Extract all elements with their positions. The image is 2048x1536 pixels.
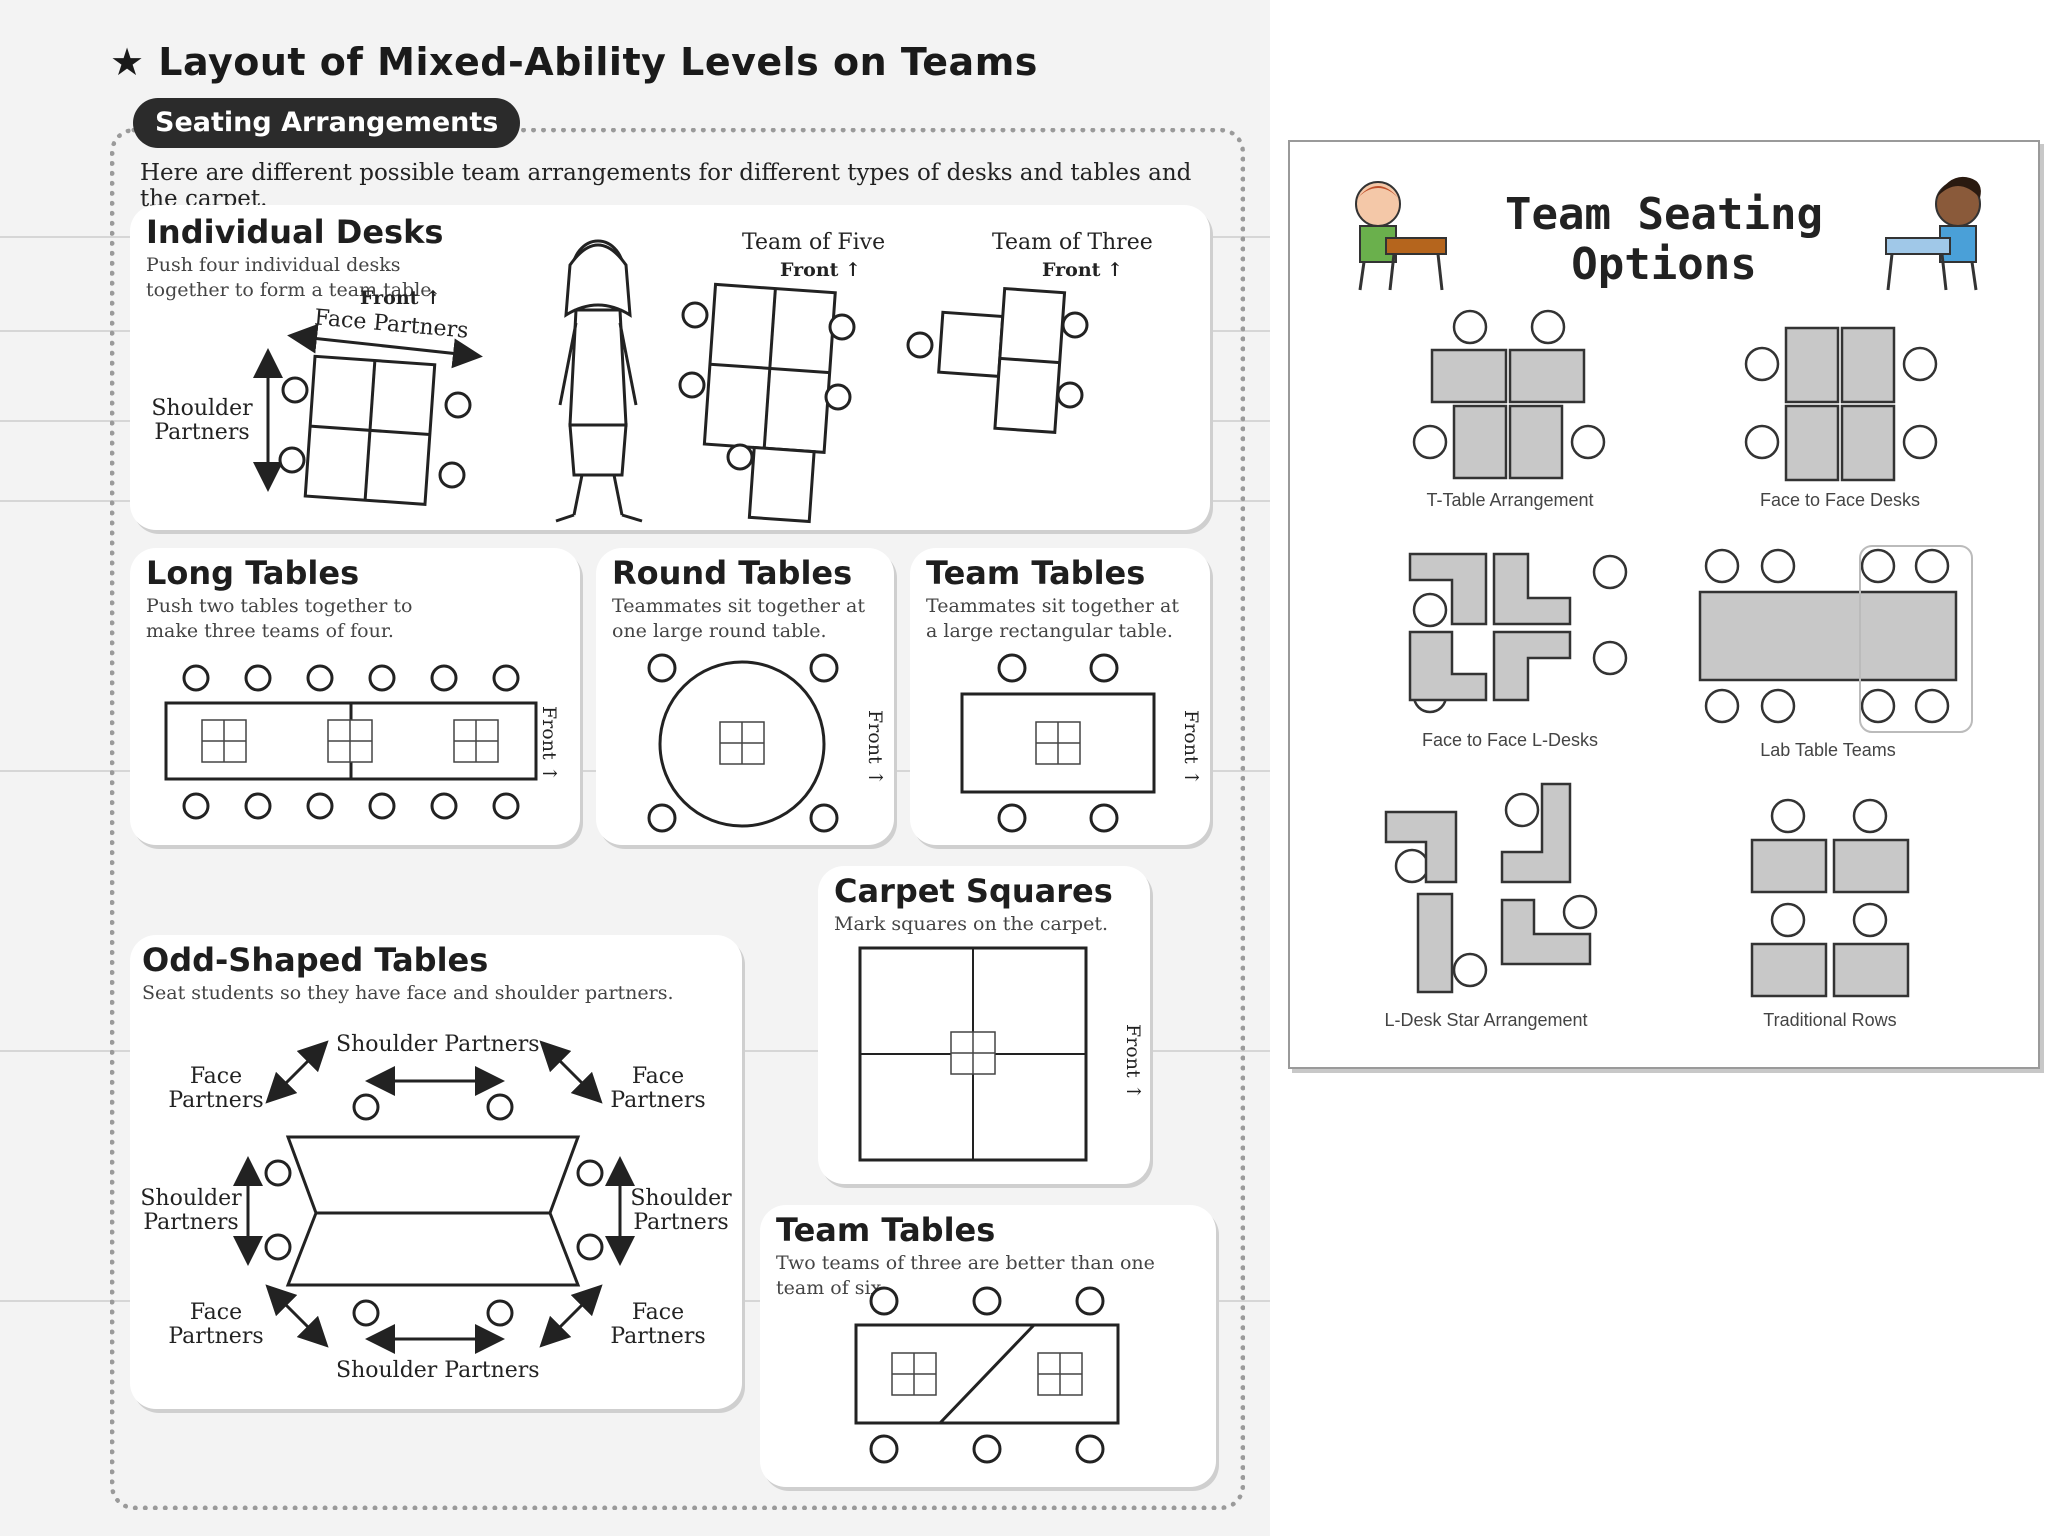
shoulder-partners-label: Shoulder Partners (140, 1186, 242, 1235)
shoulder-partners-label: Shoulder Partners (630, 1186, 732, 1235)
caption-face-to-face-l-desks: Face to Face L-Desks (1421, 730, 1599, 750)
card-heading: Team Tables (926, 554, 1146, 592)
card-heading: Team Tables (776, 1211, 996, 1249)
page-title: ★ Layout of Mixed-Ability Levels on Team… (110, 40, 1038, 84)
caption-l-desk-star: L-Desk Star Arrangement (1384, 1010, 1588, 1030)
card-team-tables-two: Team Tables Two teams of three are bette… (760, 1205, 1216, 1487)
caption-lab-table-teams: Lab Table Teams (1760, 740, 1896, 760)
odd-shaped-diagram (233, 1040, 635, 1354)
face-partners-label: Face Partners (168, 1064, 264, 1113)
card-desc: Two teams of three are better than one t… (776, 1252, 1155, 1299)
right-title-line1: Team Seating (1505, 189, 1823, 240)
card-desc: Mark squares on the carpet. (834, 913, 1109, 935)
shoulder-partners-label: Shoulder Partners (336, 1358, 540, 1383)
front-label: Front ↑ (1042, 259, 1123, 281)
team-tables-two-diagram (854, 1286, 1120, 1464)
right-title-line2: Options (1571, 239, 1757, 290)
card-desc: Seat students so they have face and shou… (142, 982, 674, 1004)
card-odd-shaped-tables: Odd-Shaped Tables Seat students so they … (130, 935, 742, 1409)
caption-traditional-rows: Traditional Rows (1763, 1010, 1897, 1030)
seating-options-diagrams (1384, 309, 1973, 998)
shoulder-partners-label: Shoulder Partners (336, 1032, 540, 1057)
card-desc: Teammates sit together at one large roun… (612, 595, 865, 642)
team-of-three-label: Team of Three (992, 230, 1153, 255)
round-table-diagram (647, 653, 839, 833)
right-page: Team Seating Options (1288, 140, 2040, 1069)
card-desc: Push two tables together to make three t… (146, 595, 413, 642)
card-desc: Teammates sit together at a large rectan… (926, 595, 1179, 642)
student-desk-illustration (1355, 181, 1447, 291)
front-label: Front ↑ (780, 259, 861, 281)
student-desk-illustration (1885, 176, 1981, 291)
team-of-five-label: Team of Five (742, 230, 886, 255)
front-label: Front ↑ (360, 287, 441, 309)
long-tables-diagram (164, 664, 538, 820)
dotted-frame (110, 128, 1245, 1510)
face-partners-label: Face Partners (610, 1064, 706, 1113)
card-individual-desks: Individual Desks Push four individual de… (130, 205, 1210, 530)
card-heading: Carpet Squares (834, 872, 1113, 910)
caption-t-table: T-Table Arrangement (1426, 490, 1594, 510)
right-title: Team Seating Options (1290, 190, 2038, 290)
section-tag: Seating Arrangements (133, 98, 521, 148)
face-partners-label: Face Partners (168, 1300, 264, 1349)
card-round-tables: Round Tables Teammates sit together at o… (596, 548, 894, 845)
individual-desks-diagram (253, 239, 1089, 524)
carpet-squares-diagram (858, 946, 1088, 1162)
card-heading: Round Tables (612, 554, 853, 592)
card-team-tables: Team Tables Teammates sit together at a … (910, 548, 1210, 845)
card-long-tables: Long Tables Push two tables together to … (130, 548, 580, 845)
caption-face-to-face-desks: Face to Face Desks (1759, 490, 1921, 510)
card-heading: Long Tables (146, 554, 360, 592)
left-page: ★ Layout of Mixed-Ability Levels on Team… (0, 0, 1270, 1536)
face-partners-label: Face Partners (610, 1300, 706, 1349)
card-carpet-squares: Carpet Squares Mark squares on the carpe… (818, 866, 1150, 1184)
shoulder-partners-label: Shoulder Partners (151, 396, 253, 445)
team-table-diagram (960, 653, 1156, 833)
card-desc: Push four individual desks together to f… (146, 254, 438, 301)
card-heading: Individual Desks (146, 213, 444, 251)
card-heading: Odd-Shaped Tables (142, 941, 489, 979)
